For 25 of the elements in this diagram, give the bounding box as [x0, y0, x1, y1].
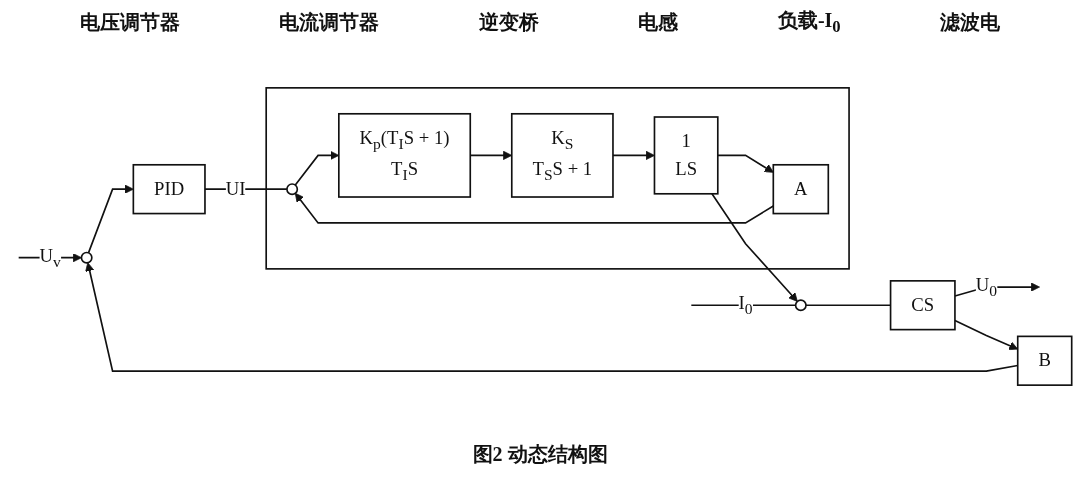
arrow	[612, 150, 655, 160]
node-box: K$_{p}$(T$_{I}$S + 1) T$_{I}$S	[338, 112, 472, 198]
edge-label: I$_{0}$	[738, 292, 753, 318]
column-label: 滤波电	[940, 9, 1001, 35]
edge-label: U$_{v}$	[39, 245, 61, 270]
arrow	[87, 184, 134, 254]
node-box: CS	[889, 280, 956, 331]
arrow	[711, 192, 798, 302]
node-circle	[794, 299, 807, 312]
node-box: K$_{S}$ T$_{S}$S + 1	[510, 112, 614, 198]
node-box: A	[772, 163, 830, 215]
column-label: 逆变桥	[478, 9, 539, 35]
figure-caption: 图2 动态结构图	[472, 441, 608, 467]
column-label: 电流调节器	[279, 9, 380, 35]
column-label: 负载-I$_{0}$	[777, 8, 841, 37]
edge-label: U$_{0}$	[975, 274, 997, 300]
column-label: 电压调节器	[79, 9, 180, 35]
column-label: 电感	[638, 9, 679, 35]
node-circle	[80, 251, 93, 264]
edge-label: UI	[225, 178, 246, 200]
node-circle	[286, 183, 299, 196]
node-box: 1 LS	[653, 116, 719, 195]
cluster	[265, 87, 850, 270]
node-box: PID	[132, 163, 206, 215]
node-box: B	[1016, 335, 1073, 386]
